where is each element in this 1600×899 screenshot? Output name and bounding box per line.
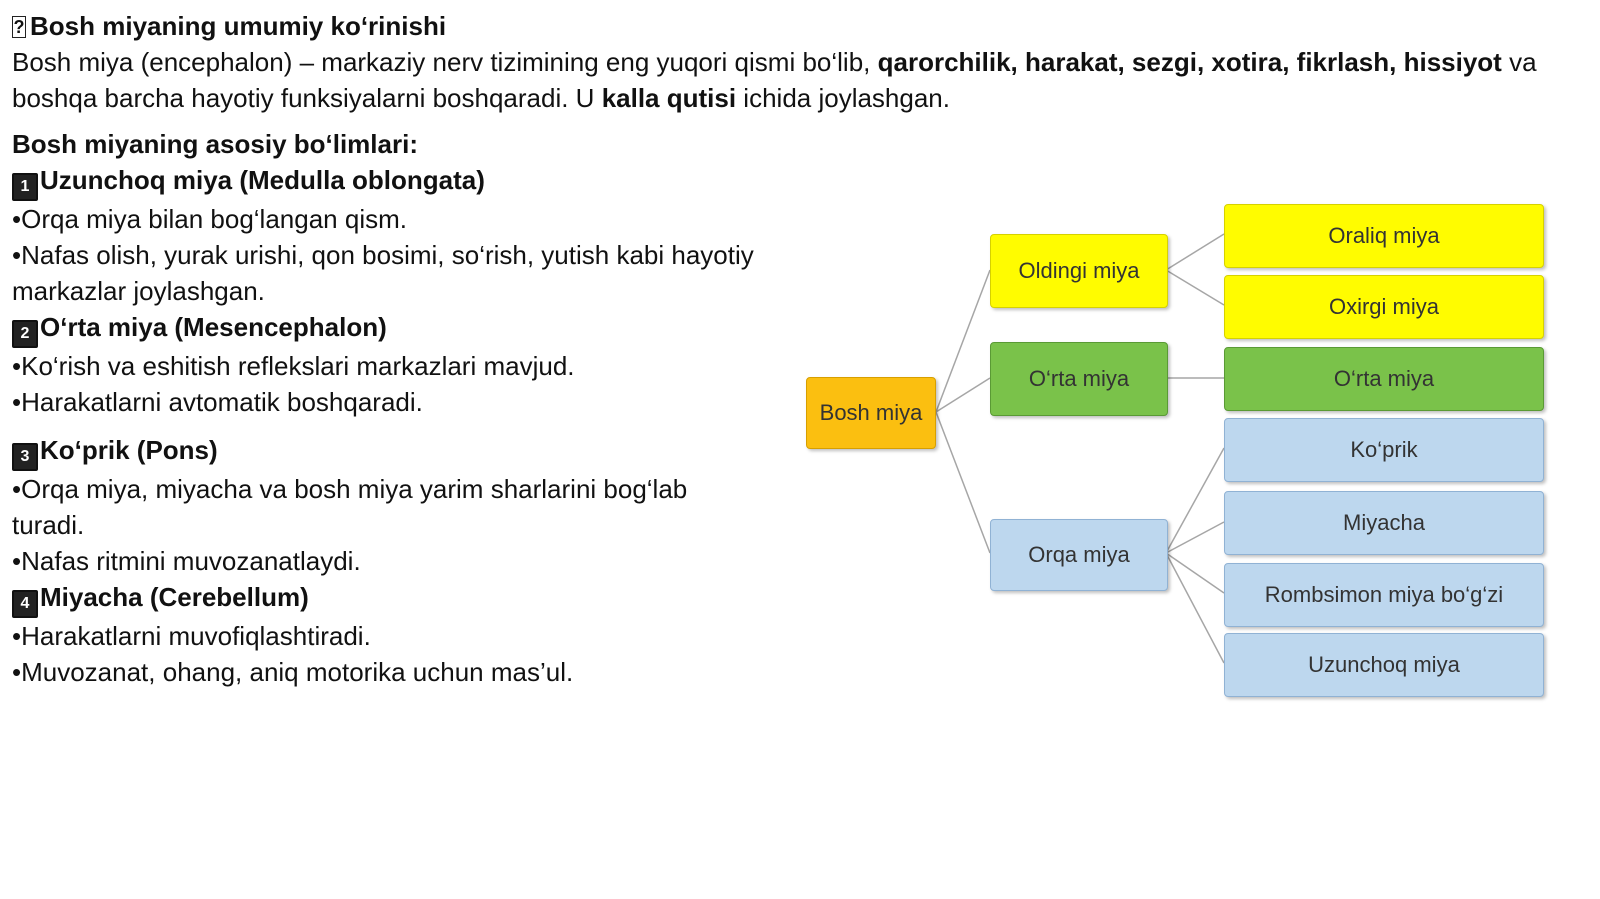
node-oldingi-miya: Oldingi miya: [990, 234, 1168, 308]
sections-heading: Bosh miyaning asosiy bo‘limlari:: [12, 129, 418, 159]
bullet: •Harakatlarni avtomatik boshqaradi.: [12, 387, 423, 417]
bullet: •Harakatlarni muvofiqlashtiradi.: [12, 621, 371, 651]
number-badge-icon: 3: [12, 443, 38, 471]
node-oraliq-miya: Oraliq miya: [1224, 204, 1544, 268]
bullet: •Ko‘rish va eshitish reflekslari markazl…: [12, 351, 575, 381]
node-uzunchoq-miya: Uzunchoq miya: [1224, 633, 1544, 697]
intro-line-1: Bosh miya (encephalon) – markaziy nerv t…: [12, 47, 1537, 77]
number-badge-icon: 1: [12, 173, 38, 201]
intro-bold-1: qarorchilik, harakat, sezgi, xotira, fik…: [877, 47, 1502, 77]
number-badge-icon: 2: [12, 320, 38, 348]
node-koprik: Ko‘prik: [1224, 418, 1544, 482]
bullet: •Nafas ritmini muvozanatlaydi.: [12, 546, 361, 576]
node-orta-miya-1: O‘rta miya: [990, 342, 1168, 416]
node-orqa-miya: Orqa miya: [990, 519, 1168, 591]
bullet: •Orqa miya bilan bog‘langan qism.: [12, 204, 407, 234]
bullet: •Orqa miya, miyacha va bosh miya yarim s…: [12, 474, 688, 540]
node-bosh-miya: Bosh miya: [806, 377, 936, 449]
node-orta-miya-2: O‘rta miya: [1224, 347, 1544, 411]
box-icon: ?: [12, 16, 26, 38]
intro-line-2: boshqa barcha hayotiy funksiyalarni bosh…: [12, 83, 950, 113]
node-oxirgi-miya: Oxirgi miya: [1224, 275, 1544, 339]
number-badge-icon: 4: [12, 590, 38, 618]
node-rombsimon-miya: Rombsimon miya bo‘g‘zi: [1224, 563, 1544, 627]
intro-bold-2: kalla qutisi: [601, 83, 737, 113]
page-title: ?Bosh miyaning umumiy ko‘rinishi: [12, 11, 447, 41]
slide-text: ?Bosh miyaning umumiy ko‘rinishi Bosh mi…: [12, 8, 1572, 690]
bullet: •Muvozanat, ohang, aniq motorika uchun m…: [12, 657, 574, 687]
node-miyacha: Miyacha: [1224, 491, 1544, 555]
bullet: •Nafas olish, yurak urishi, qon bosimi, …: [12, 240, 754, 306]
